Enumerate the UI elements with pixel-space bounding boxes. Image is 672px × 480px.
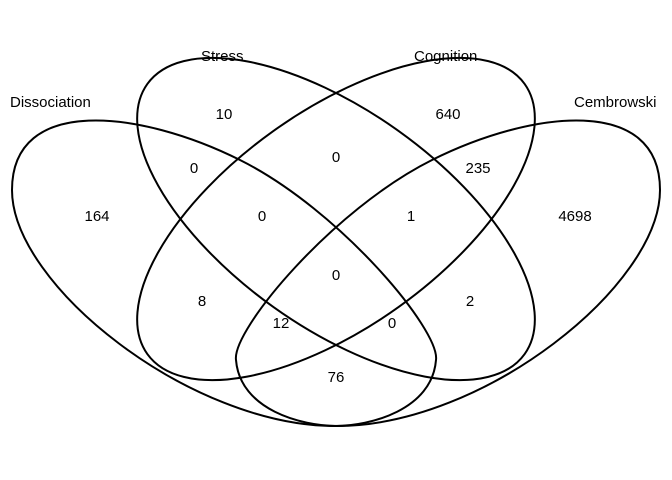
ellipse-dissociation	[10, 119, 438, 428]
count-dissociation-cognition-cembrowski: 12	[273, 315, 290, 332]
count-stress-cembrowski: 2	[466, 293, 474, 310]
count-cognition-cembrowski: 235	[465, 160, 490, 177]
count-stress-cognition: 0	[332, 149, 340, 166]
set-outlines	[10, 56, 662, 428]
count-dissociation-cognition: 8	[198, 293, 206, 310]
set-label-cembrowski: Cembrowski	[574, 94, 657, 111]
ellipse-cognition	[136, 56, 536, 382]
count-dissociation-cembrowski: 76	[328, 369, 345, 386]
region-counts: 10 640 0 0 235 164 0 1 4698 0 8 2 12 0 7…	[84, 106, 591, 386]
count-dissociation-only: 164	[84, 208, 109, 225]
count-dissociation-stress-cognition: 0	[258, 208, 266, 225]
count-stress-cognition-cembrowski: 1	[407, 208, 415, 225]
ellipse-cembrowski	[234, 119, 662, 428]
set-labels: Dissociation Stress Cognition Cembrowski	[10, 48, 657, 111]
ellipse-stress	[136, 56, 536, 382]
count-all-four: 0	[332, 267, 340, 284]
count-cognition-only: 640	[435, 106, 460, 123]
count-stress-only: 10	[216, 106, 233, 123]
count-dissociation-stress-cembrowski: 0	[388, 315, 396, 332]
set-label-dissociation: Dissociation	[10, 94, 91, 111]
count-cembrowski-only: 4698	[558, 208, 591, 225]
count-dissociation-stress: 0	[190, 160, 198, 177]
set-label-stress: Stress	[201, 48, 244, 65]
set-label-cognition: Cognition	[414, 48, 477, 65]
